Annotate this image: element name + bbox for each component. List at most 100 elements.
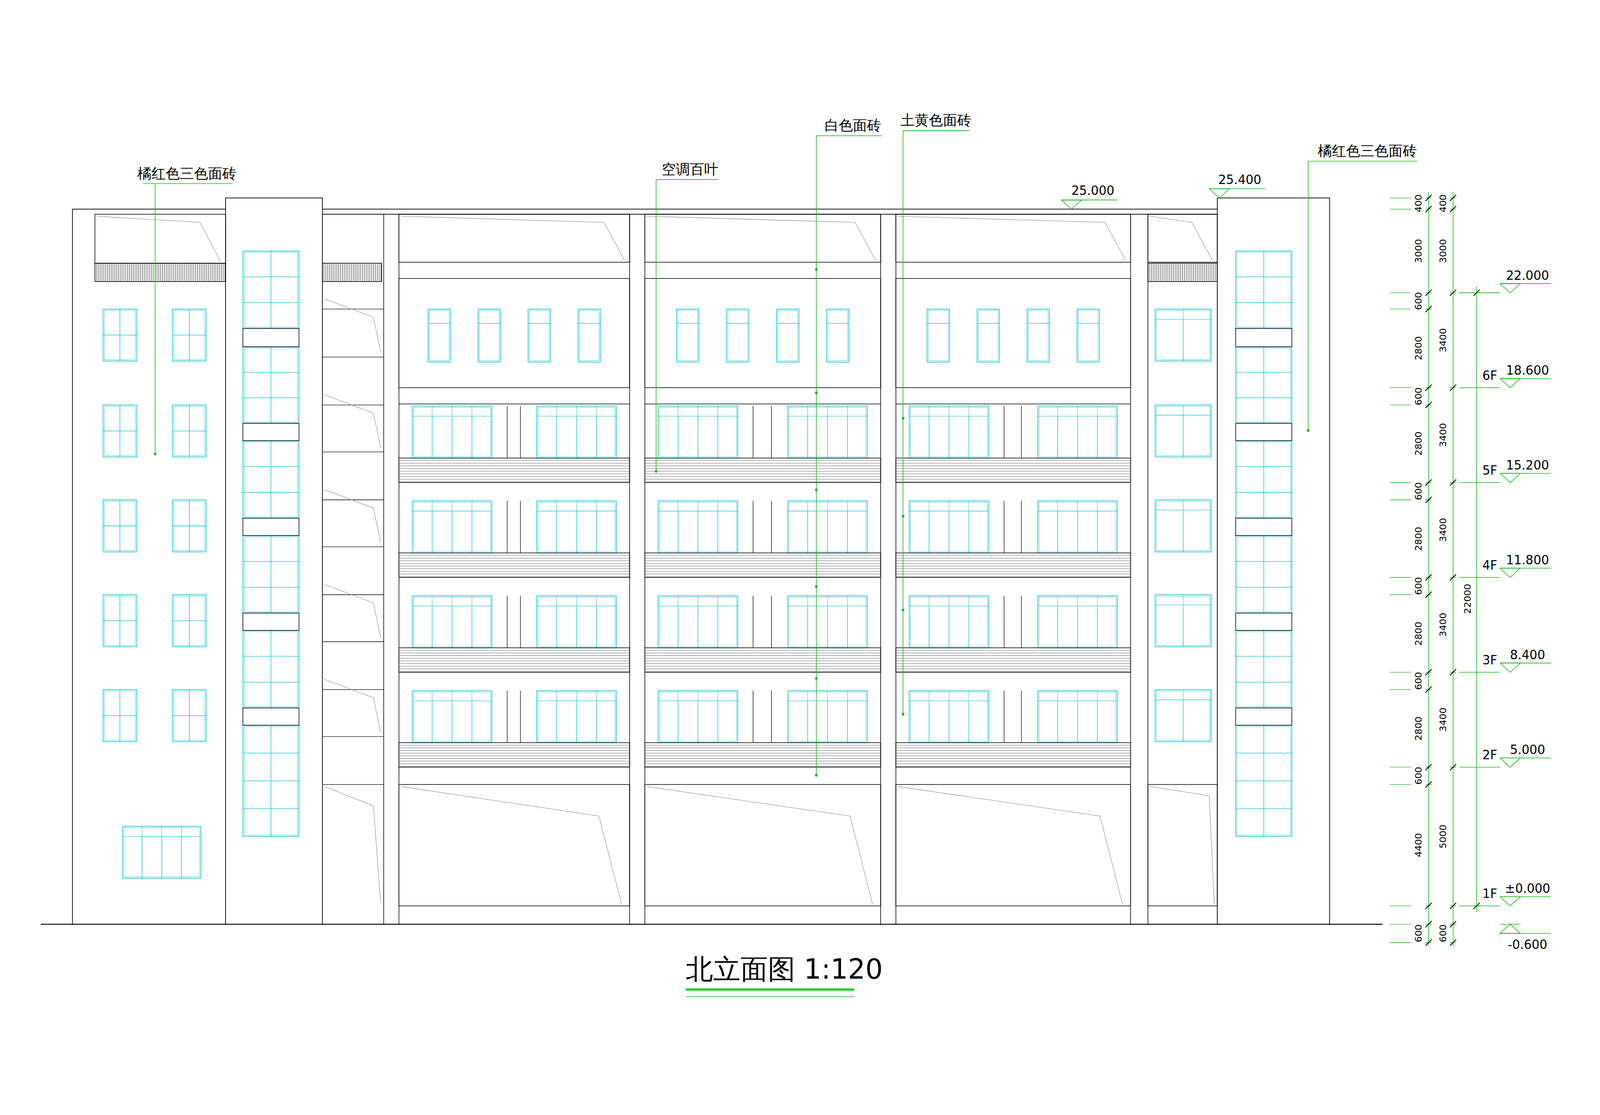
door-opening <box>1147 784 1218 907</box>
window-frame <box>978 310 999 362</box>
panel-shading <box>324 489 381 543</box>
window-frame <box>1037 690 1118 743</box>
elevation-mark <box>1061 200 1082 210</box>
louvre-blade <box>134 263 136 282</box>
floor-band <box>1235 613 1292 631</box>
window-mullion <box>948 596 950 607</box>
window-mullion <box>1182 689 1184 700</box>
balcony-hatch <box>644 576 881 578</box>
dimension-line <box>1428 191 1429 947</box>
louvre <box>94 263 226 282</box>
window-mullion <box>1263 440 1264 519</box>
window-frame <box>657 405 738 458</box>
window-frame <box>676 309 699 363</box>
dimension-tick <box>1449 669 1457 676</box>
floor-band <box>243 328 300 347</box>
window-mullion <box>102 430 137 432</box>
dimension-tick <box>1449 574 1457 581</box>
balcony-hatch <box>895 573 1131 575</box>
window-frame <box>1235 630 1292 708</box>
window-frame <box>727 310 748 362</box>
window-mullion <box>1182 415 1184 458</box>
louvre-blade <box>164 263 165 282</box>
window-mullion <box>1235 302 1292 304</box>
window-mullion <box>1057 501 1058 512</box>
window-frame <box>777 310 798 362</box>
louvre-blade <box>186 263 187 282</box>
leader-dot <box>654 470 658 473</box>
louvre-blade <box>1206 263 1207 282</box>
elevation-mark <box>1499 663 1521 673</box>
window-mullion <box>528 323 551 324</box>
window-mullion <box>1235 466 1292 467</box>
window-mullion <box>1182 404 1184 416</box>
louvre-blade <box>112 263 114 282</box>
window-mullion <box>827 690 828 702</box>
window-mullion <box>1235 397 1292 399</box>
extension-line <box>1389 387 1412 388</box>
window-frame <box>1235 346 1292 424</box>
window-frame <box>1078 310 1099 362</box>
louvre-blade <box>1178 263 1179 282</box>
window-mullion <box>717 501 718 512</box>
balcony-hatch <box>398 660 630 662</box>
balcony-hatch <box>895 652 1131 654</box>
window-mullion <box>102 620 137 622</box>
window-mullion <box>677 596 679 607</box>
window-mullion <box>1077 596 1078 607</box>
extension-line <box>1389 292 1412 294</box>
louvre-blade <box>175 263 176 282</box>
balcony-hatch <box>895 755 1131 757</box>
balcony-hatch <box>398 563 630 565</box>
floor-label: 5F <box>1482 464 1498 477</box>
dimension-tick <box>1425 384 1432 391</box>
window-mullion <box>172 525 206 527</box>
window-mullion <box>181 836 182 879</box>
window-mullion <box>471 501 472 512</box>
louvre-blade <box>377 263 378 282</box>
wall-panel <box>644 278 881 388</box>
balcony-hatch <box>398 658 630 659</box>
balcony-hatch <box>398 471 630 472</box>
window-frame <box>657 596 738 649</box>
balcony-hatch <box>398 745 630 746</box>
window-frame <box>412 690 492 743</box>
balcony-hatch <box>398 755 630 757</box>
louvre-blade <box>202 263 204 282</box>
window-mullion <box>1182 309 1184 320</box>
louvre-blade <box>1193 263 1194 282</box>
dimension-value: 600 <box>1413 387 1424 406</box>
dimension-line <box>1452 191 1454 947</box>
louvre-blade <box>356 263 358 282</box>
dimension-value: 3400 <box>1438 613 1448 638</box>
louvre-blade <box>121 263 123 282</box>
window-frame <box>776 309 800 363</box>
wall-panel <box>644 784 881 907</box>
level-line <box>1459 292 1500 294</box>
window-mullion <box>928 511 930 554</box>
leader-dot <box>815 585 818 589</box>
window-mullion <box>172 620 206 622</box>
elevation-value: 8.400 <box>1509 648 1545 662</box>
elevation-mark <box>1499 924 1521 934</box>
window-mullion <box>596 690 597 702</box>
window-mullion <box>596 596 597 607</box>
window-mullion <box>431 700 433 743</box>
louvre-blade <box>1189 263 1191 282</box>
extension-line <box>1389 197 1412 199</box>
dimension-tick <box>1425 496 1432 504</box>
louvre-blade <box>109 263 110 282</box>
window-frame <box>102 309 137 362</box>
window-mullion <box>471 596 472 607</box>
balcony-hatch <box>644 468 881 469</box>
window-mullion <box>451 700 453 743</box>
window-mullion <box>243 276 300 278</box>
balcony-hatch <box>895 658 1131 659</box>
elevation-value: 25.000 <box>1071 184 1115 197</box>
window-frame <box>1077 309 1100 363</box>
window-mullion <box>161 826 162 837</box>
dimension-value: 4400 <box>1413 833 1424 858</box>
extension-line <box>1389 309 1412 310</box>
balcony-hatch <box>644 755 881 757</box>
wall-panel <box>94 214 226 264</box>
